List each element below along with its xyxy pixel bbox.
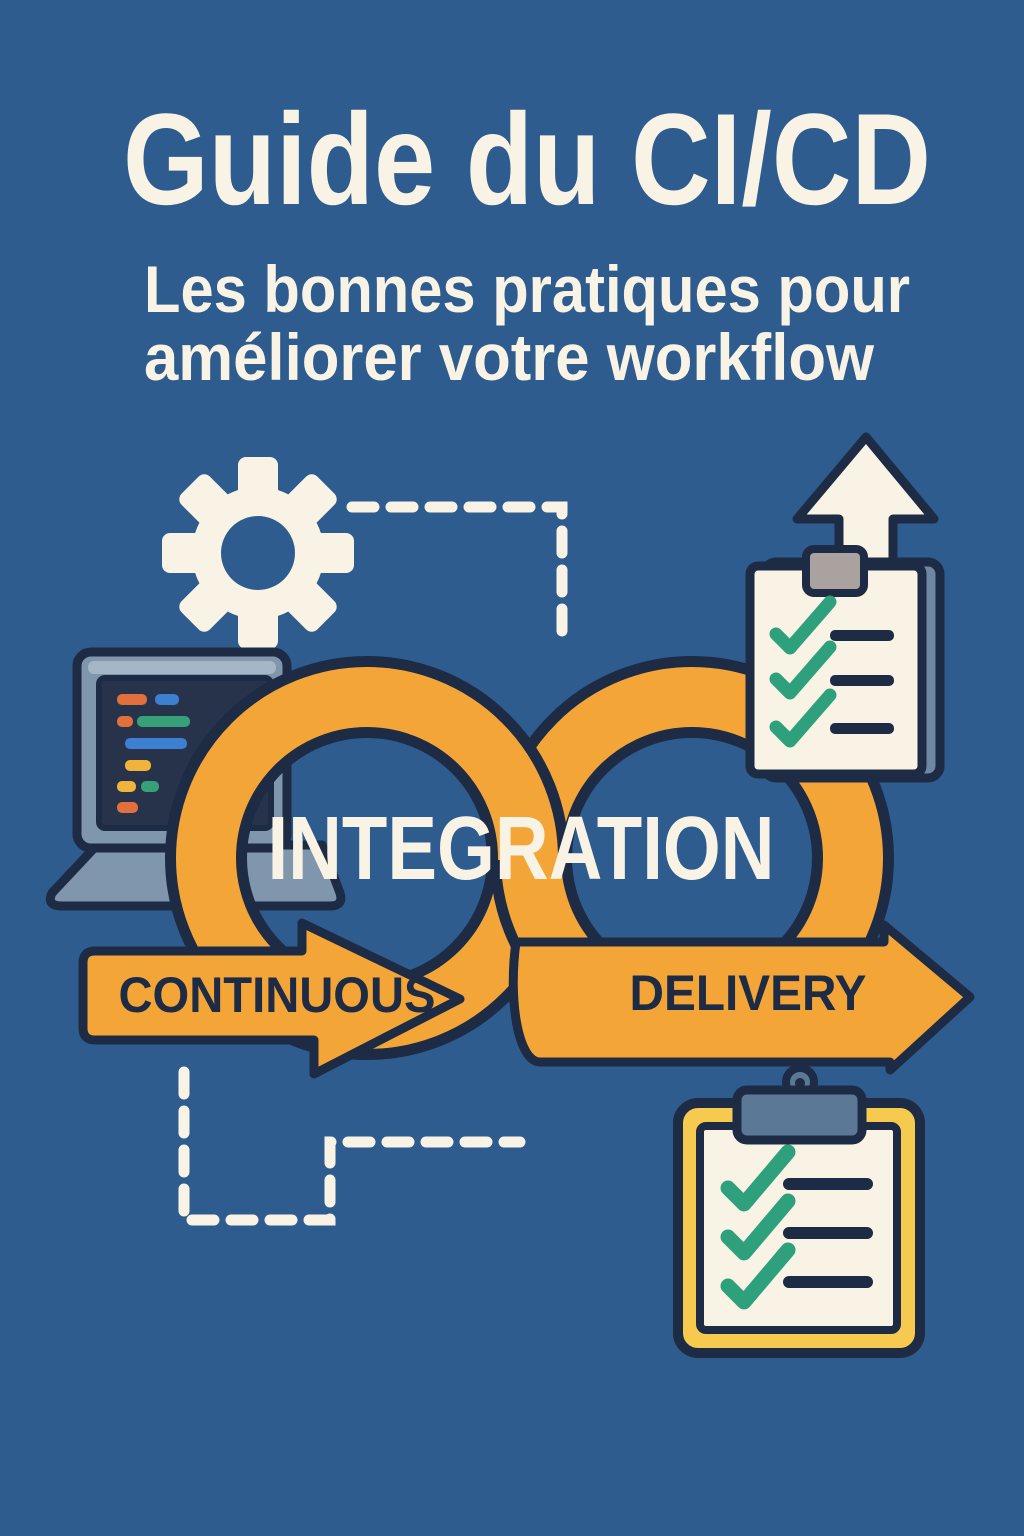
code-lines (117, 694, 190, 813)
document-page (745, 561, 927, 779)
dashed-connector-bottom (178, 1066, 526, 1226)
clipboard-clip (732, 1085, 867, 1145)
poster-subtitle-line1: Les bonnes pratiques pour (144, 252, 910, 326)
delivery-arrow-label: DELIVERY (630, 965, 867, 1021)
clipboard-check-items (720, 1144, 873, 1310)
poster-title: Guide du CI/CD (123, 86, 931, 232)
laptop-screen-highlight (88, 661, 276, 674)
continuous-arrow-shape (78, 918, 465, 1079)
poster-subtitle-line2: améliorer votre workflow (144, 320, 875, 394)
delivery-arrow: DELIVERY (508, 920, 975, 1075)
loop-integration-label: INTEGRATION (268, 799, 775, 899)
document-check-items (769, 595, 894, 748)
dashed-connector-top (346, 501, 568, 654)
delivery-arrow-shape (508, 920, 975, 1075)
continuous-arrow: CONTINUOUS (78, 918, 465, 1079)
upload-checklist-icon (745, 432, 945, 783)
clipboard-checklist-icon (673, 1064, 925, 1358)
document-clip (802, 545, 868, 597)
continuous-arrow-label: CONTINUOUS (119, 967, 436, 1023)
gear-icon (162, 457, 354, 649)
